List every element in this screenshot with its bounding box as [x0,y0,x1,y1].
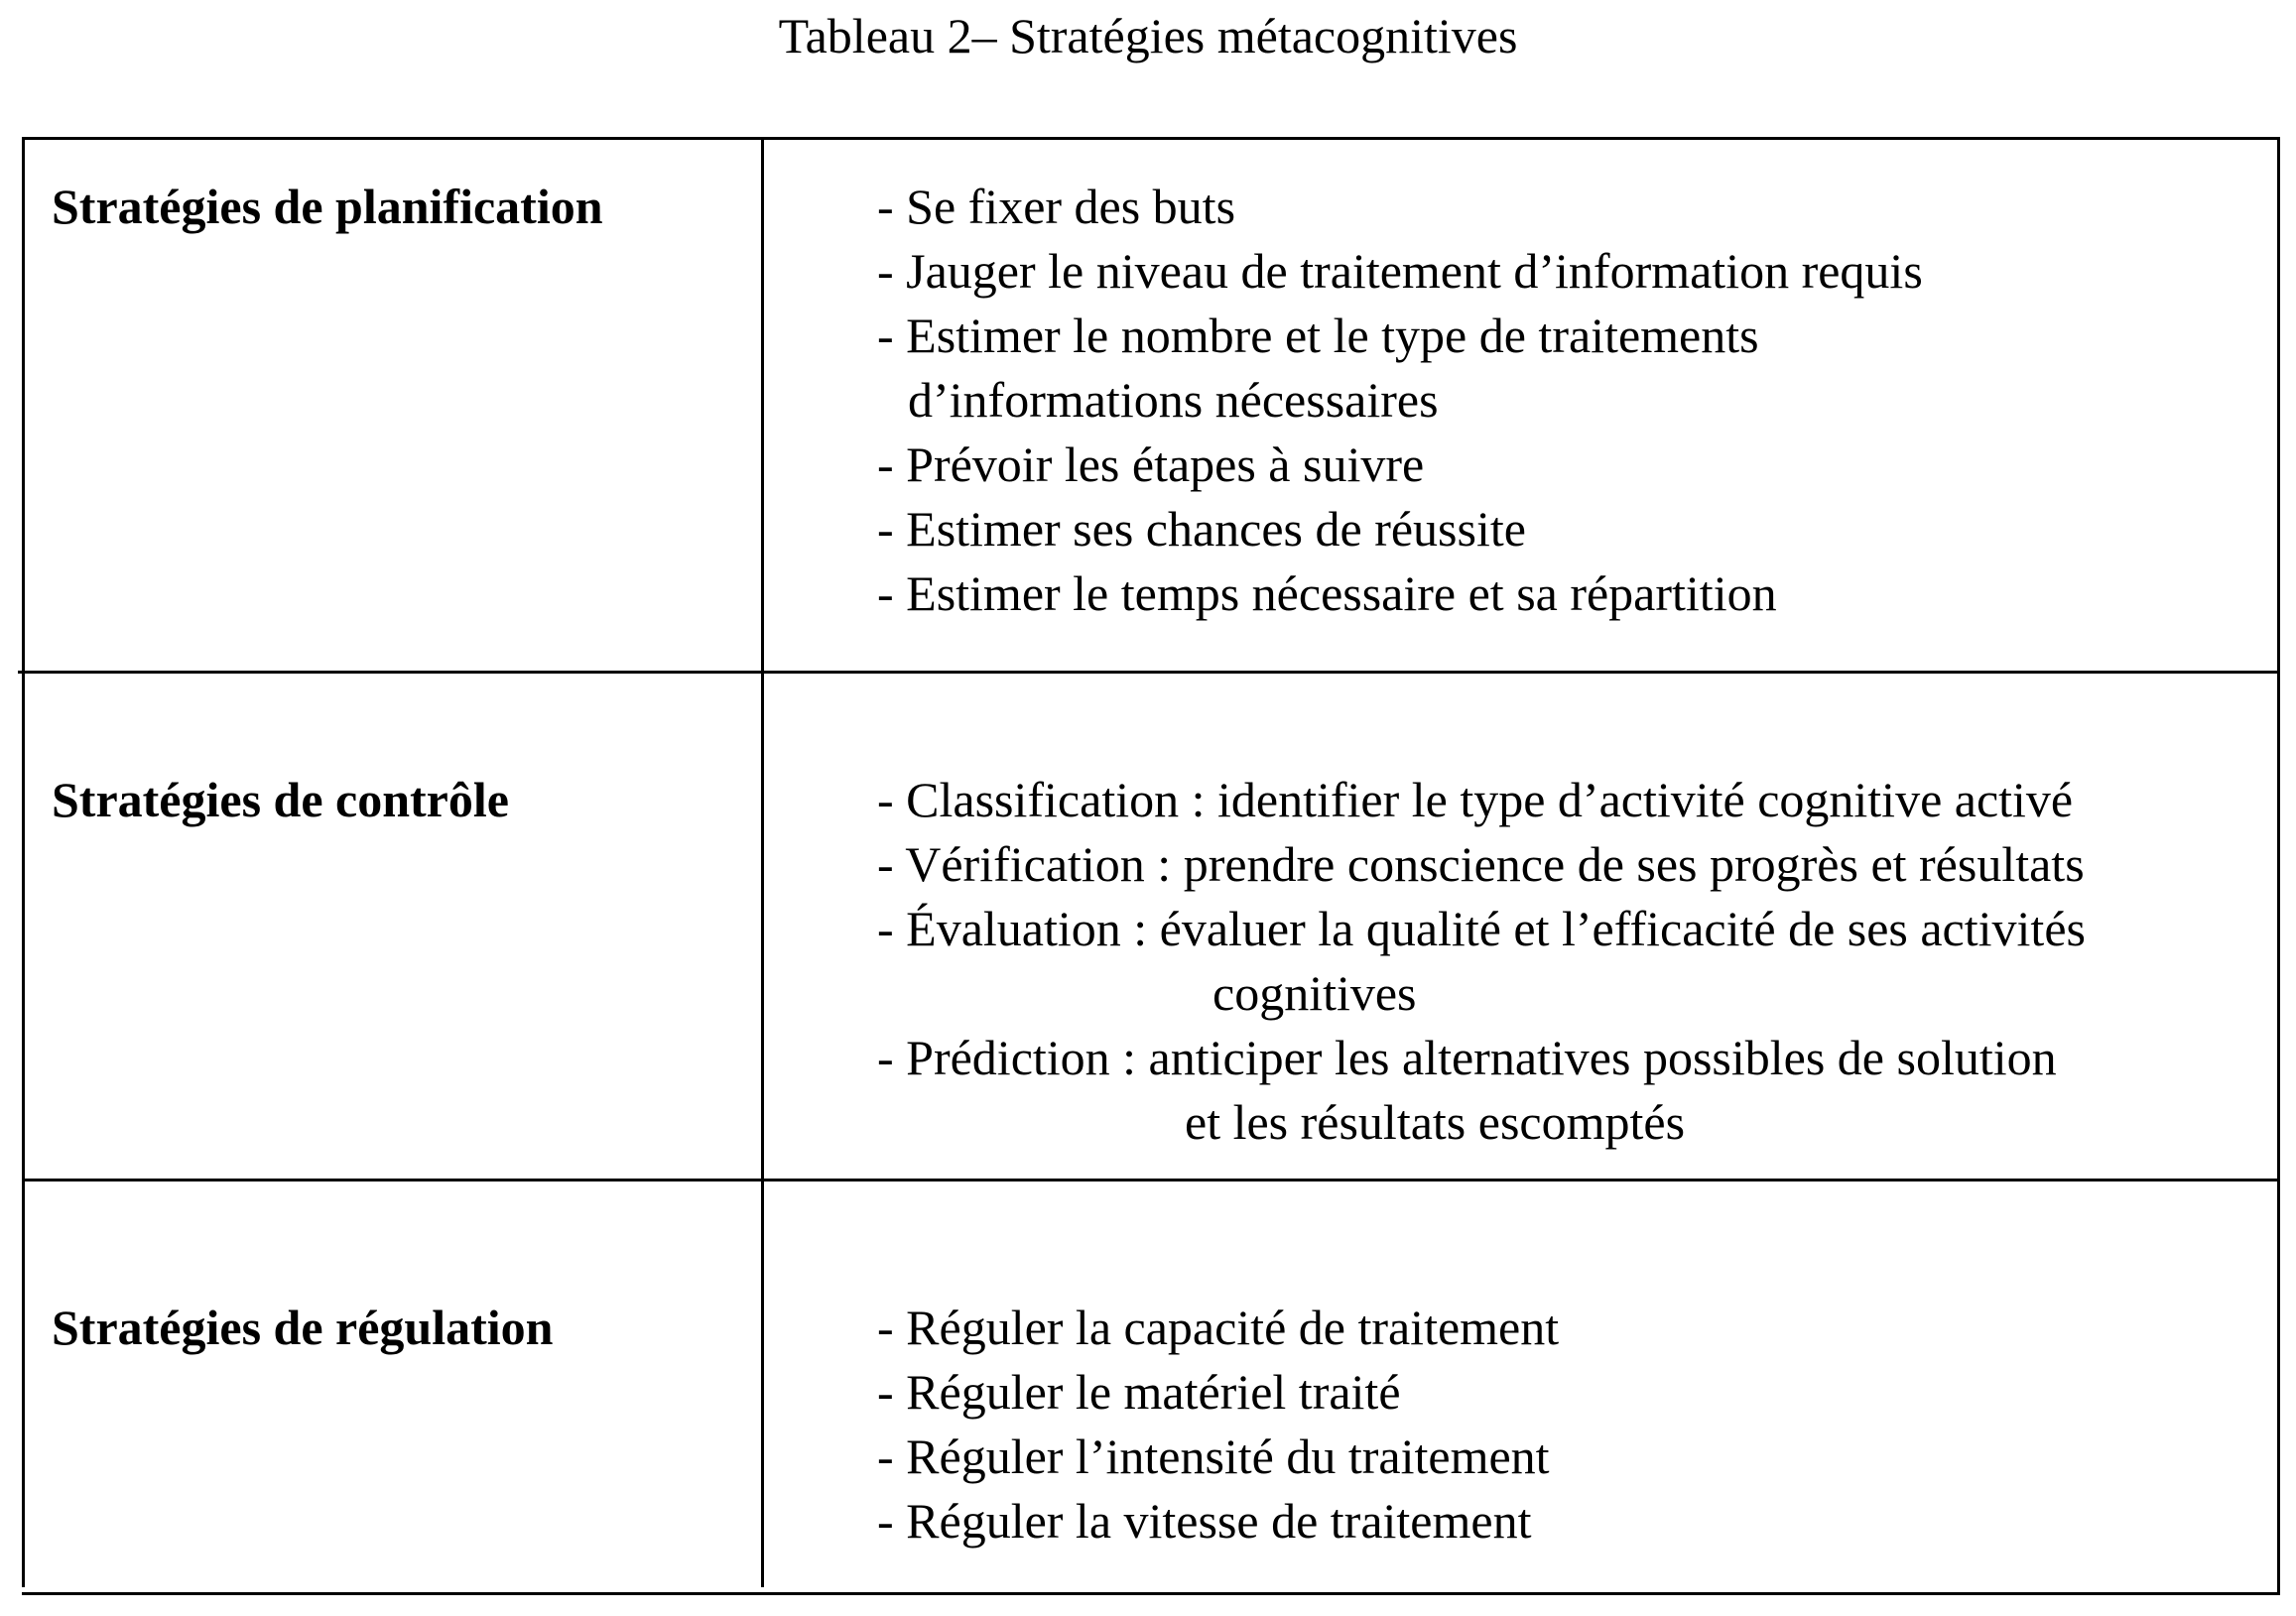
list-item: - Réguler l’intensité du traitement [877,1429,1550,1484]
table-left-border [22,137,25,1587]
list-item: - Classification : identifier le type d’… [877,772,2074,827]
table-bottom-border [22,1592,2280,1595]
row-divider-2 [22,1179,2280,1181]
table-top-border [22,137,2280,140]
list-item: - Réguler la capacité de traitement [877,1300,1560,1355]
list-item: - Estimer ses chances de réussite [877,501,1526,557]
list-item: - Estimer le nombre et le type de traite… [877,308,1759,363]
column-divider [761,137,764,1587]
list-controle: - Classification : identifier le type d’… [877,768,2086,1155]
list-item: - Réguler la vitesse de traitement [877,1493,1532,1549]
table-caption: Tableau 2– Stratégies métacognitives [778,8,1518,63]
list-item-continuation: d’informations nécessaires [908,372,1439,428]
list-item: - Évaluation : évaluer la qualité et l’e… [877,901,2086,956]
list-item: - Prédiction : anticiper les alternative… [877,1030,2057,1085]
list-item: - Jauger le niveau de traitement d’infor… [877,243,1923,299]
row-divider-1 [18,671,2280,674]
list-item: - Se fixer des buts [877,179,1236,234]
list-item: - Réguler le matériel traité [877,1364,1401,1420]
list-item: - Vérification : prendre conscience de s… [877,836,2085,892]
row-label-planification: Stratégies de planification [52,179,603,234]
list-item-continuation: et les résultats escomptés [1185,1094,1686,1150]
strategies-table: Stratégies de planification - Se fixer d… [18,137,2280,1595]
row-label-controle: Stratégies de contrôle [52,772,509,827]
list-planification: - Se fixer des buts - Jauger le niveau d… [877,175,1923,626]
list-regulation: - Réguler la capacité de traitement - Ré… [877,1296,1559,1554]
list-item: - Prévoir les étapes à suivre [877,436,1425,492]
list-item-continuation: cognitives [1212,965,1417,1021]
list-item: - Estimer le temps nécessaire et sa répa… [877,565,1777,621]
table-right-border [2277,137,2280,1595]
row-label-regulation: Stratégies de régulation [52,1300,554,1355]
